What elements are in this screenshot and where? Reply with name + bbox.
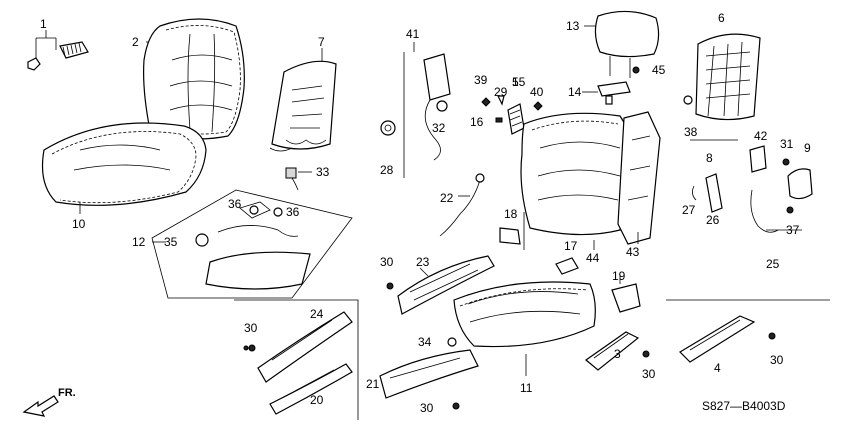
callout-38: 38: [684, 125, 698, 139]
callout-8: 8: [706, 151, 713, 165]
bolts-30: [243, 282, 394, 351]
callout-35: 35: [164, 235, 178, 249]
callout-44: 44: [586, 251, 600, 265]
part-right-components: [692, 145, 813, 233]
callout-3: 3: [614, 347, 621, 361]
part-18-bracket: [499, 212, 525, 250]
callout-23: 23: [416, 255, 430, 269]
callout-25: 25: [766, 257, 780, 271]
callout-11: 11: [520, 381, 533, 395]
callout-numbers: 1 2 3 4 5 6 7 8 9 10 11 12 13 14 15 16 1…: [40, 11, 811, 415]
callout-24: 24: [310, 307, 324, 321]
callout-26: 26: [706, 213, 720, 227]
part-43-frame: [617, 111, 661, 245]
front-direction-arrow: FR.: [22, 387, 76, 417]
callout-36b: 36: [286, 205, 300, 219]
callout-37: 37: [786, 223, 800, 237]
callout-7: 7: [318, 35, 325, 49]
front-direction-label: FR.: [58, 387, 76, 399]
callout-30e: 30: [770, 353, 784, 367]
callout-43: 43: [626, 245, 640, 259]
callout-6: 6: [718, 11, 725, 25]
callout-33: 33: [316, 165, 330, 179]
callout-39: 39: [474, 73, 488, 87]
part-14-guides: [582, 81, 631, 105]
callout-30a: 30: [380, 255, 394, 269]
part-13-headrest: [584, 10, 660, 78]
callout-30c: 30: [420, 401, 434, 415]
part-23-adjuster: [397, 255, 495, 315]
callout-28: 28: [380, 163, 394, 177]
callout-45: 45: [652, 63, 666, 77]
callout-13: 13: [566, 19, 580, 33]
callout-21: 21: [366, 377, 380, 391]
part-11-seat-cushion: [453, 281, 596, 376]
callout-5: 5: [512, 75, 519, 89]
part-1-clips: [27, 30, 89, 71]
part-back-panel: [683, 33, 761, 141]
callout-31: 31: [780, 137, 794, 151]
callout-30b: 30: [244, 321, 258, 335]
callout-15: 15: [512, 75, 526, 89]
callout-41: 41: [406, 27, 420, 41]
callout-2: 2: [132, 35, 139, 49]
callout-20: 20: [310, 393, 324, 407]
callout-34: 34: [418, 335, 432, 349]
part-24-20-rails: [234, 299, 359, 420]
callout-22: 22: [440, 191, 454, 205]
callout-32: 32: [432, 121, 446, 135]
part-22-cable: [439, 173, 485, 237]
callout-1: 1: [40, 17, 47, 31]
callout-14: 14: [568, 85, 582, 99]
callout-16: 16: [470, 115, 484, 129]
part-21-trim: [379, 337, 479, 410]
callout-30d: 30: [642, 367, 656, 381]
callout-17: 17: [564, 239, 578, 253]
part-12-group: [151, 189, 353, 299]
part-17-19: [555, 257, 641, 313]
part-3-rail: [585, 331, 650, 371]
part-10-seat-cushion-cover: [41, 122, 207, 214]
small-hardware: [481, 95, 543, 135]
callout-4: 4: [714, 361, 721, 375]
diagram-code: S827—B4003D: [702, 399, 786, 413]
part-4-rail: [666, 299, 830, 363]
part-33-wire: [269, 147, 312, 191]
callout-12: 12: [132, 235, 146, 249]
callout-36a: 36: [228, 197, 242, 211]
callout-29: 29: [494, 85, 508, 99]
part-44-seatback: [520, 112, 632, 250]
callout-42: 42: [754, 129, 768, 143]
callout-9: 9: [804, 141, 811, 155]
part-7-pad: [271, 48, 337, 150]
part-41-group: [380, 42, 451, 178]
callout-10: 10: [72, 217, 86, 231]
callout-27: 27: [682, 203, 696, 217]
callout-18: 18: [504, 207, 518, 221]
callout-19: 19: [612, 269, 626, 283]
part-2-seatback-cover: [143, 18, 245, 140]
callout-40: 40: [530, 85, 544, 99]
